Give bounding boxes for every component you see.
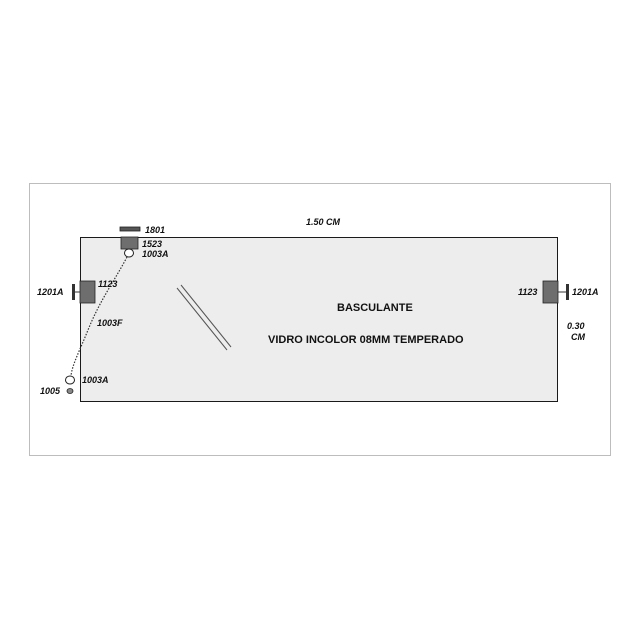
diagram-title: BASCULANTE [337,302,413,314]
right-hinge-label: 1123 [518,287,538,297]
bottom-ring-part [65,375,75,385]
left-hinge-label: 1123 [98,279,118,289]
cable-part [70,256,128,377]
left-clip-label: 1201A [37,287,64,297]
right-clip-part [566,284,569,300]
left-hinge-part [79,280,96,304]
glass-reflection-line [180,284,232,348]
top-ring-label: 1003A [142,249,169,259]
top-ring-part [124,248,134,258]
top-bar-part [119,226,141,232]
bottom-ring-label: 1003A [82,375,109,385]
top-bracket-part [120,236,139,250]
bottom-anchor-label: 1005 [40,386,61,396]
right-clip-label: 1201A [572,287,599,297]
right-hinge-part [542,280,559,304]
diagram-subtitle: VIDRO INCOLOR 08MM TEMPERADO [268,334,464,346]
top-bracket-label: 1523 [142,239,163,249]
glass-reflection-line [176,287,228,351]
left-clip-part [72,284,75,300]
top-bar-label: 1801 [145,225,166,235]
height-label-value: 0.30 [567,321,585,331]
height-label-unit: CM [571,332,585,342]
width-label: 1.50 CM [306,217,341,227]
cable-label: 1003F [97,318,123,328]
bottom-anchor-part [66,388,74,394]
glass-panel [80,237,558,402]
